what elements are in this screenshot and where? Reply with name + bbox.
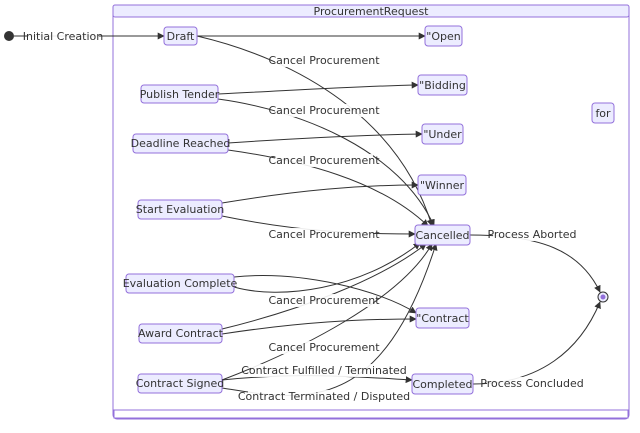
edge-award-contract bbox=[221, 315, 417, 335]
label-process-aborted: Process Aborted bbox=[487, 228, 576, 241]
label-cancel-procurement-1: Cancel Procurement bbox=[268, 54, 380, 67]
label-cancel-procurement-6: Cancel Procurement bbox=[268, 341, 380, 354]
label-cancel-procurement-3: Cancel Procurement bbox=[268, 154, 380, 167]
state-under[interactable]: "Under bbox=[421, 123, 464, 145]
state-cancelled-label: Cancelled bbox=[415, 229, 469, 242]
state-publish-tender-label: Publish Tender bbox=[140, 88, 220, 101]
container-title: ProcurementRequest bbox=[314, 5, 430, 18]
state-contract-label: "Contract bbox=[416, 312, 469, 325]
initial-state-dot bbox=[4, 31, 14, 41]
state-deadline-reached[interactable]: Deadline Reached bbox=[131, 133, 231, 154]
state-open[interactable]: "Open bbox=[424, 25, 463, 47]
edge-publish-bidding bbox=[217, 81, 419, 95]
state-start-evaluation[interactable]: Start Evaluation bbox=[136, 199, 224, 220]
transition-labels: Initial Creation Cancel Procurement Canc… bbox=[23, 30, 584, 403]
state-evaluation-complete-label: Evaluation Complete bbox=[123, 277, 238, 290]
edge-deadline-under bbox=[227, 130, 423, 144]
label-contract-fulfilled: Contract Fulfilled / Terminated bbox=[241, 364, 407, 377]
state-nodes: Draft Publish Tender Deadline Reached St… bbox=[123, 25, 615, 395]
state-start-evaluation-label: Start Evaluation bbox=[136, 203, 224, 216]
edge-evaluation-winner bbox=[221, 181, 419, 204]
label-contract-terminated: Contract Terminated / Disputed bbox=[238, 390, 410, 403]
state-contract-signed-label: Contract Signed bbox=[136, 377, 225, 390]
label-initial-creation: Initial Creation bbox=[23, 30, 104, 43]
state-winner[interactable]: "Winner bbox=[417, 174, 467, 196]
state-for-label: for bbox=[595, 107, 611, 120]
state-draft-label: Draft bbox=[167, 30, 195, 43]
state-winner-label: "Winner bbox=[420, 179, 464, 192]
state-bidding[interactable]: "Bidding bbox=[417, 74, 468, 96]
edge-award-cancelled bbox=[221, 243, 427, 330]
state-deadline-reached-label: Deadline Reached bbox=[131, 137, 231, 150]
edge-evalcomplete-contract bbox=[233, 275, 417, 314]
state-completed[interactable]: Completed bbox=[411, 373, 474, 395]
state-under-label: "Under bbox=[423, 128, 462, 141]
state-cancelled[interactable]: Cancelled bbox=[414, 224, 471, 246]
state-completed-label: Completed bbox=[413, 378, 473, 391]
state-award-contract-label: Award Contract bbox=[138, 327, 224, 340]
edge-deadline-cancelled bbox=[227, 149, 429, 227]
state-contract-signed[interactable]: Contract Signed bbox=[136, 373, 225, 394]
label-cancel-procurement-4: Cancel Procurement bbox=[268, 228, 380, 241]
state-contract[interactable]: "Contract bbox=[415, 307, 470, 329]
edge-publish-cancelled bbox=[217, 98, 435, 227]
label-cancel-procurement-5: Cancel Procurement bbox=[268, 294, 380, 307]
final-state bbox=[597, 291, 609, 303]
state-for[interactable]: for bbox=[591, 102, 615, 124]
state-evaluation-complete[interactable]: Evaluation Complete bbox=[123, 273, 238, 294]
edge-evalcomplete-cancelled bbox=[233, 242, 421, 293]
state-publish-tender[interactable]: Publish Tender bbox=[140, 84, 220, 104]
state-bidding-label: "Bidding bbox=[419, 79, 466, 92]
state-open-label: "Open bbox=[426, 30, 460, 43]
state-award-contract[interactable]: Award Contract bbox=[138, 323, 224, 344]
label-cancel-procurement-2: Cancel Procurement bbox=[268, 104, 380, 117]
procurement-request-container: ProcurementRequest bbox=[112, 4, 630, 420]
edge-cancelled-final bbox=[469, 234, 601, 293]
state-draft[interactable]: Draft bbox=[163, 26, 198, 46]
label-process-concluded: Process Concluded bbox=[480, 377, 583, 390]
edge-draft-cancelled bbox=[196, 35, 434, 227]
